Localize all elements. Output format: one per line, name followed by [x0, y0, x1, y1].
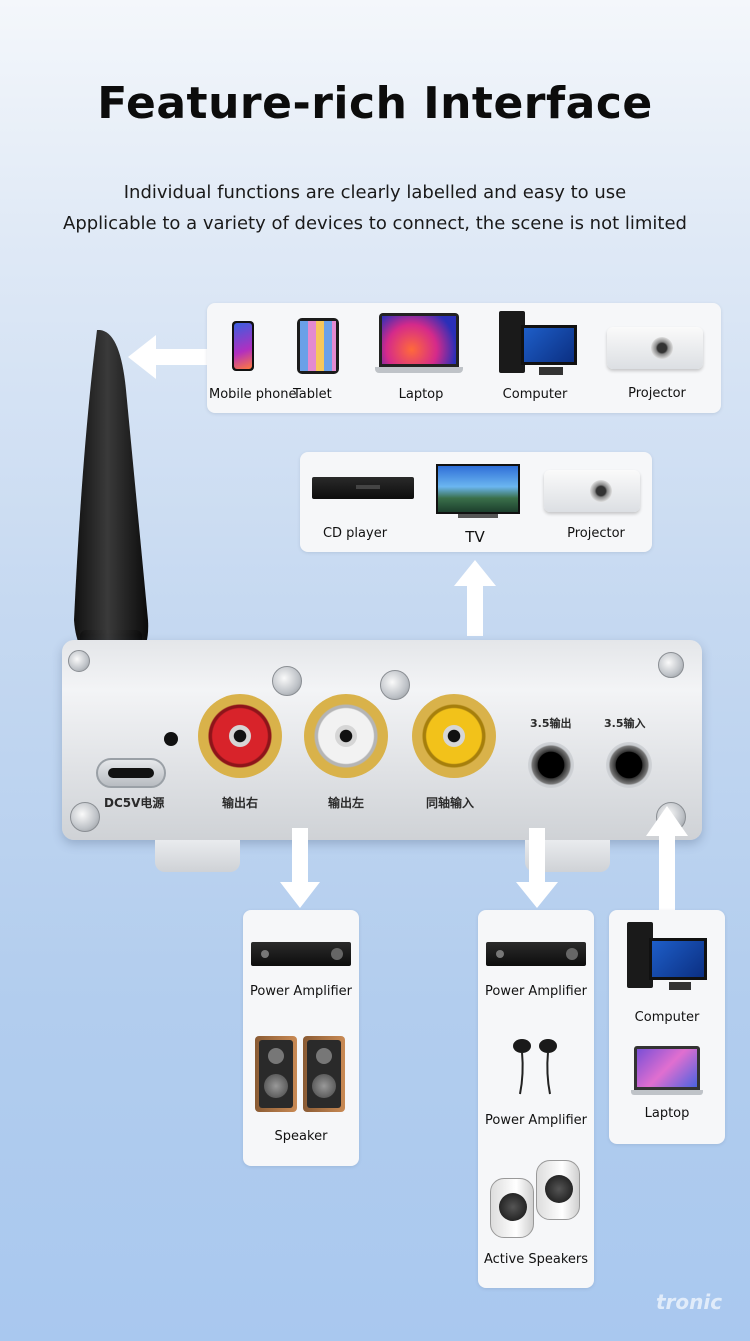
tablet-icon — [297, 318, 339, 374]
label-dc5v-power: DC5V电源 — [104, 796, 165, 810]
laptop-icon — [375, 313, 463, 375]
watermark: tronic — [656, 1290, 722, 1314]
label-active-speakers: Active Speakers — [484, 1252, 588, 1267]
amplifier-icon — [251, 942, 351, 966]
3-5mm-out-jack[interactable] — [528, 742, 574, 788]
label-tablet: Tablet — [293, 387, 332, 402]
label-computer-2: Computer — [634, 1010, 700, 1025]
label-coax-in: 同轴输入 — [426, 796, 475, 810]
label-jack-in: 3.5输入 — [604, 717, 646, 730]
screw — [658, 652, 684, 678]
label-out-left: 输出左 — [328, 796, 365, 810]
rca-out-left-jack[interactable] — [304, 694, 388, 778]
speaker-icon — [303, 1036, 345, 1112]
coax-in-jack[interactable] — [412, 694, 496, 778]
phone-icon — [232, 321, 254, 371]
label-power-amplifier: Power Amplifier — [484, 984, 587, 999]
led-indicator — [164, 732, 178, 746]
label-jack-out: 3.5输出 — [530, 717, 572, 730]
label-speaker: Speaker — [274, 1129, 328, 1144]
coax-sources-card: CD player TV Projector — [300, 452, 652, 552]
label-mobile-phone: Mobile phone — [209, 387, 297, 402]
label-laptop: Laptop — [398, 387, 444, 402]
subtitle-line-1: Individual functions are clearly labelle… — [123, 182, 627, 203]
usb-c-port[interactable] — [96, 758, 166, 788]
label-laptop-2: Laptop — [644, 1106, 690, 1121]
bluetooth-sources-card: Mobile phone Tablet Laptop Computer Proj… — [207, 303, 721, 413]
screw — [380, 670, 410, 700]
tv-icon — [436, 464, 520, 520]
arrow-left-bluetooth — [128, 335, 208, 379]
rca-outputs-card: Power Amplifier Speaker — [243, 910, 359, 1166]
label-projector-2: Projector — [567, 526, 625, 541]
computer-icon — [499, 311, 579, 379]
laptop-icon — [631, 1046, 703, 1098]
3-5mm-in-jack[interactable] — [606, 742, 652, 788]
arrow-down-jack-out — [516, 828, 558, 908]
screw — [272, 666, 302, 696]
device-foot — [155, 840, 240, 872]
jack-outputs-card: Power Amplifier Power Amplifier Active S… — [478, 910, 594, 1288]
label-cd-player: CD player — [322, 526, 388, 541]
jack-inputs-card: Computer Laptop — [609, 910, 725, 1144]
screw — [70, 802, 100, 832]
decoder-device: DC5V电源 输出右 输出左 同轴输入 3.5输出 3.5输入 — [62, 640, 702, 840]
watermark-text: tronic — [656, 1290, 723, 1314]
computer-icon — [627, 922, 709, 994]
subtitle-line-2: Applicable to a variety of devices to co… — [63, 213, 687, 234]
label-out-right: 输出右 — [222, 796, 259, 810]
arrow-up-jack-in — [646, 806, 688, 910]
label-power-amplifier: Power Amplifier — [249, 984, 352, 999]
arrow-down-rca — [280, 828, 320, 908]
label-projector: Projector — [628, 386, 686, 401]
label-power-amplifier-2: Power Amplifier — [484, 1113, 587, 1128]
active-speakers-icon — [490, 1160, 582, 1240]
cd-player-icon — [312, 477, 414, 499]
label-computer: Computer — [502, 387, 568, 402]
page-title: Feature-rich Interface — [97, 78, 653, 129]
projector-icon — [607, 327, 703, 369]
earphones-icon — [504, 1034, 568, 1096]
arrow-up-coax — [454, 560, 496, 636]
speaker-icon — [255, 1036, 297, 1112]
projector-icon — [544, 470, 640, 512]
amplifier-icon — [486, 942, 586, 966]
label-tv: TV — [465, 528, 485, 546]
screw — [68, 650, 90, 672]
rca-out-right-jack[interactable] — [198, 694, 282, 778]
